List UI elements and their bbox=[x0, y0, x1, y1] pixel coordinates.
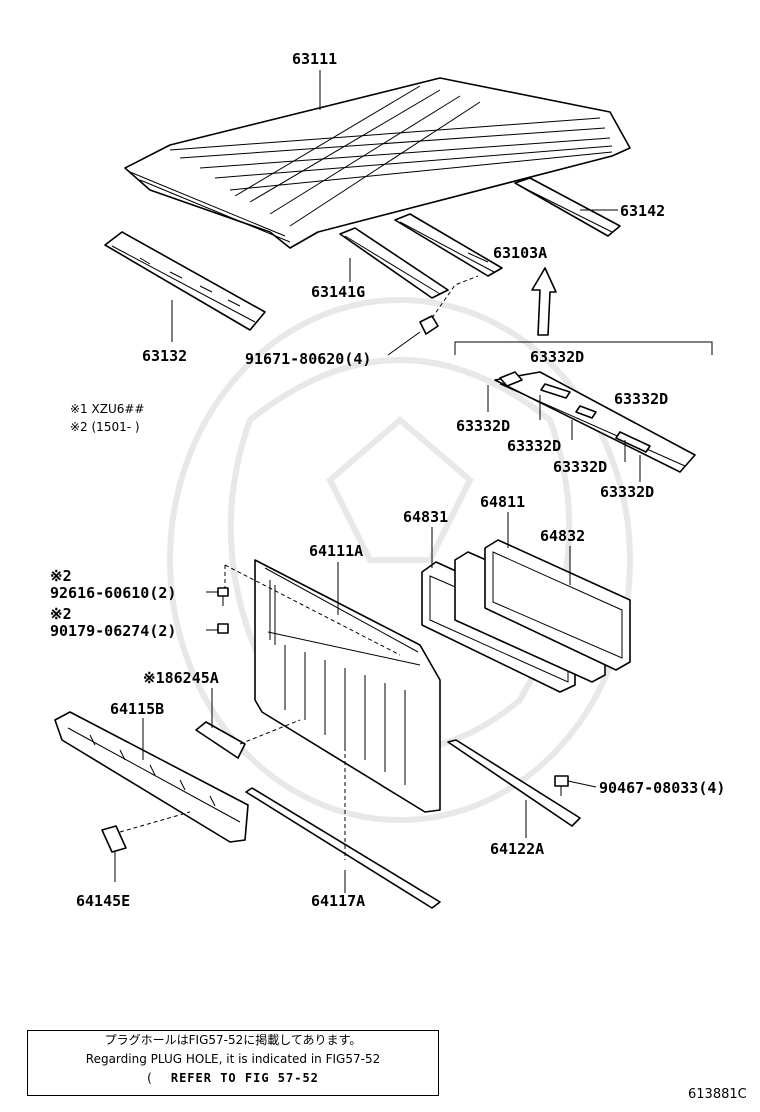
label-63332D-r2: 63332D bbox=[600, 483, 654, 501]
bracket-86245A[interactable] bbox=[195, 721, 246, 759]
plug-hole-note: プラグホールはFIG57-52に掲載してあります。 Regarding PLUG… bbox=[27, 1030, 439, 1096]
label-90467: 90467-08033(4) bbox=[599, 779, 725, 797]
strip-64122A[interactable] bbox=[447, 739, 581, 827]
label-63141G: 63141G bbox=[311, 283, 365, 301]
note-line-reference: ( REFER TO FIG 57-52 bbox=[28, 1069, 438, 1088]
bracket-64145E[interactable] bbox=[101, 825, 127, 853]
clip-90467[interactable] bbox=[554, 775, 569, 796]
label-63103A: 63103A bbox=[493, 244, 547, 262]
label-63332D-top: 63332D bbox=[530, 348, 584, 366]
roof-rail-63103A[interactable] bbox=[394, 213, 503, 277]
clip-91671[interactable] bbox=[419, 315, 439, 335]
label-64122A: 64122A bbox=[490, 840, 544, 858]
label-90179: 90179-06274(2) bbox=[50, 622, 176, 640]
weatherstrip-63332D[interactable] bbox=[494, 371, 696, 473]
label-90179-mark: ※2 bbox=[50, 605, 72, 623]
label-64811: 64811 bbox=[480, 493, 525, 511]
label-63332D-l3: 63332D bbox=[553, 458, 607, 476]
label-92616: 92616-60610(2) bbox=[50, 584, 176, 602]
note-line-english: Regarding PLUG HOLE, it is indicated in … bbox=[85, 1052, 381, 1066]
label-92616-mark: ※2 bbox=[50, 567, 72, 585]
ref-open-paren: ( bbox=[147, 1071, 152, 1085]
label-86245A: ※186245A bbox=[143, 669, 219, 687]
label-64117A: 64117A bbox=[311, 892, 365, 910]
back-panel-64111A[interactable] bbox=[224, 559, 441, 813]
note-1: ※1 XZU6## bbox=[70, 402, 144, 416]
detail-arrow-icon bbox=[531, 267, 557, 336]
label-63132: 63132 bbox=[142, 347, 187, 365]
leader-lines bbox=[114, 70, 641, 893]
roof-rail-63142[interactable] bbox=[514, 177, 621, 237]
nut-90179[interactable] bbox=[217, 623, 229, 634]
figure-code: 613881C bbox=[688, 1087, 747, 1102]
label-63332D-l2: 63332D bbox=[507, 437, 561, 455]
front-header-63132[interactable] bbox=[104, 231, 266, 331]
label-64832: 64832 bbox=[540, 527, 585, 545]
label-63142: 63142 bbox=[620, 202, 665, 220]
note-line-japanese: プラグホールはFIG57-52に掲載してあります。 bbox=[104, 1033, 362, 1047]
sill-64115B[interactable] bbox=[54, 711, 249, 843]
roof-panel-63111[interactable] bbox=[124, 77, 631, 249]
ref-link[interactable]: REFER TO FIG 57-52 bbox=[170, 1071, 319, 1085]
bolt-92616[interactable] bbox=[217, 587, 229, 606]
label-64111A: 64111A bbox=[309, 542, 363, 560]
label-63332D-l1: 63332D bbox=[456, 417, 510, 435]
label-91671: 91671-80620(4) bbox=[245, 350, 371, 368]
roof-rail-63141G[interactable] bbox=[339, 227, 449, 299]
strip-64117A[interactable] bbox=[245, 787, 441, 909]
watermark bbox=[167, 297, 633, 823]
label-64831: 64831 bbox=[403, 508, 448, 526]
note-2: ※2 (1501- ) bbox=[70, 420, 140, 434]
window-seal-64832[interactable] bbox=[484, 539, 631, 671]
label-63332D-r1: 63332D bbox=[614, 390, 668, 408]
label-64145E: 64145E bbox=[76, 892, 130, 910]
label-64115B: 64115B bbox=[110, 700, 164, 718]
label-63111: 63111 bbox=[292, 50, 337, 68]
